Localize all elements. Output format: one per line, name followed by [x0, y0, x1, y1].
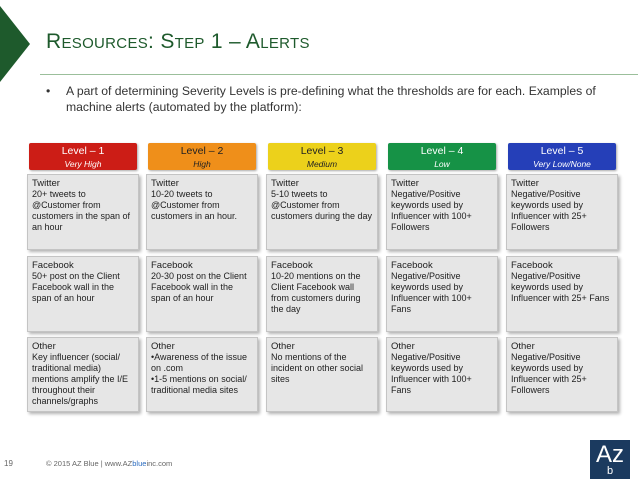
- intro-bullet: • A part of determining Severity Levels …: [46, 83, 606, 115]
- channel-name: Other: [271, 341, 295, 352]
- channel-name: Facebook: [391, 260, 433, 271]
- threshold-text: Key influencer (social/ traditional medi…: [32, 352, 129, 406]
- threshold-text: •Awareness of the issue on .com: [151, 352, 248, 373]
- level-3-header: Level – 3 Medium: [268, 143, 376, 170]
- level-name: Level – 1: [61, 145, 105, 157]
- level-5-header: Level – 5 Very Low/None: [508, 143, 616, 170]
- level-name: Level – 5: [540, 145, 584, 157]
- channel-name: Facebook: [151, 260, 193, 271]
- channel-name: Other: [391, 341, 415, 352]
- channel-name: Twitter: [391, 178, 419, 189]
- channel-name: Twitter: [511, 178, 539, 189]
- threshold-text: 20-30 post on the Client Facebook wall i…: [151, 271, 247, 303]
- threshold-text: No mentions of the incident on other soc…: [271, 352, 364, 384]
- title-divider: [40, 74, 638, 75]
- threshold-text: 20+ tweets to @Customer from customers i…: [32, 189, 131, 232]
- intro-bullet-text: A part of determining Severity Levels is…: [66, 84, 596, 114]
- level-1-header: Level – 1 Very High: [29, 143, 137, 170]
- level-2-header: Level – 2 High: [148, 143, 256, 170]
- channel-name: Other: [511, 341, 535, 352]
- footer-copyright: © 2015 AZ Blue | www.AZblueinc.com: [46, 459, 173, 468]
- threshold-text: 10-20 mentions on the Client Facebook wa…: [271, 271, 361, 314]
- page-number: 19: [4, 459, 13, 468]
- level-4-header: Level – 4 Low: [388, 143, 496, 170]
- company-logo: Az b: [590, 440, 630, 479]
- threshold-text: •1-5 mentions on social/ traditional med…: [151, 374, 247, 395]
- threshold-text: 10-20 tweets to @Customer from customers…: [151, 189, 238, 221]
- level-severity-label: Medium: [306, 159, 338, 169]
- channel-name: Facebook: [32, 260, 74, 271]
- threshold-text: Negative/Positive keywords used by Influ…: [511, 271, 610, 303]
- title-accent-triangle: [0, 6, 30, 82]
- slide-title: Resources: Step 1 – Alerts: [46, 30, 310, 53]
- channel-name: Facebook: [511, 260, 553, 271]
- logo-sub-text: b: [606, 465, 614, 477]
- threshold-cell: Other•Awareness of the issue on .com•1-5…: [146, 337, 258, 412]
- level-severity-label: High: [193, 159, 211, 169]
- level-severity-label: Very High: [64, 159, 102, 169]
- channel-name: Twitter: [271, 178, 299, 189]
- threshold-text: Negative/Positive keywords used by Influ…: [391, 189, 472, 232]
- level-severity-label: Very Low/None: [533, 159, 591, 169]
- level-severity-label: Low: [434, 159, 450, 169]
- channel-name: Facebook: [271, 260, 313, 271]
- bullet-icon: •: [46, 84, 51, 98]
- threshold-text: Negative/Positive keywords used by Influ…: [391, 352, 472, 395]
- level-name: Level – 4: [420, 145, 464, 157]
- threshold-text: Negative/Positive keywords used by Influ…: [511, 352, 587, 395]
- channel-name: Other: [151, 341, 175, 352]
- channel-name: Other: [32, 341, 56, 352]
- threshold-text: 50+ post on the Client Facebook wall in …: [32, 271, 120, 303]
- channel-name: Twitter: [151, 178, 179, 189]
- level-name: Level – 2: [180, 145, 224, 157]
- threshold-text: Negative/Positive keywords used by Influ…: [391, 271, 472, 314]
- channel-name: Twitter: [32, 178, 60, 189]
- threshold-text: Negative/Positive keywords used by Influ…: [511, 189, 587, 232]
- level-name: Level – 3: [300, 145, 344, 157]
- logo-text: Az: [595, 441, 624, 468]
- threshold-text: 5-10 tweets to @Customer from customers …: [271, 189, 373, 221]
